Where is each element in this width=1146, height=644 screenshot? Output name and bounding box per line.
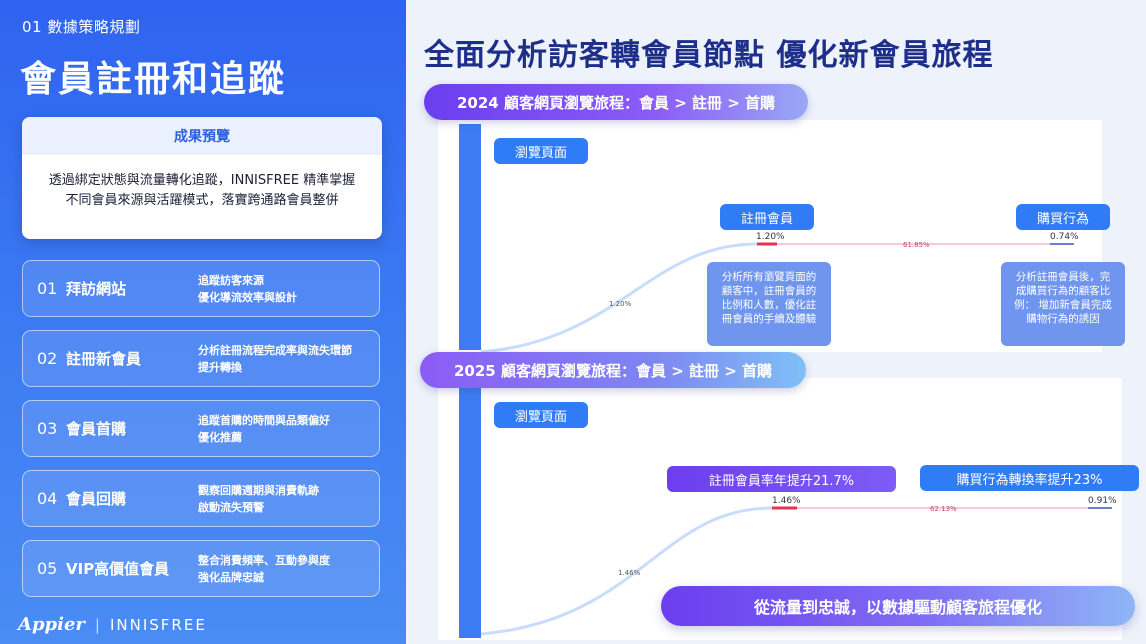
browse-page-label-2025: 瀏覽頁面 bbox=[494, 402, 588, 428]
flow-pct-2025: 1.46% bbox=[618, 569, 641, 577]
note-line: 分析註冊會員後，完 bbox=[1015, 271, 1111, 283]
step-desc-line: 觀察回購週期與消費軌跡 bbox=[198, 483, 319, 497]
preview-heading: 成果預覽 bbox=[22, 117, 382, 155]
note-line: 購物行為的誘因 bbox=[1026, 313, 1100, 325]
step-desc-line: 強化品牌忠誠 bbox=[198, 570, 264, 584]
purchase-pct-2024: 0.74% bbox=[1050, 232, 1079, 242]
preview-card: 成果預覽 透過綁定狀態與流量轉化追蹤，INNISFREE 精準掌握 不同會員來源… bbox=[22, 117, 382, 239]
preview-body: 透過綁定狀態與流量轉化追蹤，INNISFREE 精準掌握 不同會員來源與活躍模式… bbox=[22, 155, 382, 211]
step-number: 02 bbox=[37, 349, 58, 368]
step-item-register[interactable]: 02 註冊新會員 分析註冊流程完成率與流失環節 提升轉換 bbox=[22, 330, 380, 387]
note-line: 成購買行為的顧客比 bbox=[1015, 285, 1111, 297]
flow-pct-2024: 1.20% bbox=[609, 300, 632, 308]
section-eyebrow: 01 數據策略規劃 bbox=[22, 18, 141, 36]
register-label-2025: 註冊會員率年提升21.7% bbox=[667, 466, 896, 492]
preview-body-line: 不同會員來源與活躍模式，落實跨通路會員整併 bbox=[65, 193, 339, 208]
step-item-visit[interactable]: 01 拜訪網站 追蹤訪客來源 優化導流效率與設計 bbox=[22, 260, 380, 317]
register-note-2024: 分析所有瀏覽頁面的 顧客中，註冊會員的 比例和人數，優化註 冊會員的手續及體驗 bbox=[707, 262, 831, 346]
step-name: 會員首購 bbox=[66, 420, 127, 438]
step-desc-line: 分析註冊流程完成率與流失環節 bbox=[198, 343, 352, 357]
step-name: 會員回購 bbox=[66, 490, 127, 508]
register-to-purchase-pct-2024: 61.85% bbox=[903, 241, 930, 249]
register-pct-2024: 1.20% bbox=[756, 232, 785, 242]
purchase-note-2024: 分析註冊會員後，完 成購買行為的顧客比 例： 增加新會員完成 購物行為的誘因 bbox=[1001, 262, 1125, 346]
register-to-purchase-pct-2025: 62.13% bbox=[930, 505, 957, 513]
purchase-label-2025: 購買行為轉換率提升23% bbox=[920, 465, 1139, 491]
step-description: 分析註冊流程完成率與流失環節 提升轉換 bbox=[198, 342, 352, 376]
step-name: 註冊新會員 bbox=[66, 350, 142, 368]
summary-banner: 從流量到忠誠，以數據驅動顧客旅程優化 bbox=[661, 586, 1135, 626]
step-desc-line: 追蹤訪客來源 bbox=[198, 273, 264, 287]
step-number: 05 bbox=[37, 559, 58, 578]
step-desc-line: 啟動流失預警 bbox=[198, 500, 264, 514]
brand-logos: Appier | INNISFREE bbox=[18, 614, 207, 635]
purchase-label-2024: 購買行為 bbox=[1016, 204, 1110, 230]
note-line: 比例和人數，優化註 bbox=[721, 299, 817, 311]
step-description: 追蹤首購的時間與品類偏好 優化推薦 bbox=[198, 412, 330, 446]
left-panel: 01 數據策略規劃 會員註冊和追蹤 成果預覽 透過綁定狀態與流量轉化追蹤，INN… bbox=[0, 0, 406, 644]
browse-bar-2024 bbox=[459, 124, 481, 350]
purchase-pct-2025: 0.91% bbox=[1088, 496, 1117, 506]
step-desc-line: 提升轉換 bbox=[198, 360, 242, 374]
note-line: 顧客中，註冊會員的 bbox=[721, 285, 817, 297]
step-desc-line: 優化導流效率與設計 bbox=[198, 290, 297, 304]
register-label-2024: 註冊會員 bbox=[720, 204, 814, 230]
journey-2024-header: 2024 顧客網頁瀏覽旅程：會員 > 註冊 > 首購 bbox=[424, 84, 808, 120]
step-description: 觀察回購週期與消費軌跡 啟動流失預警 bbox=[198, 482, 319, 516]
step-number: 03 bbox=[37, 419, 58, 438]
step-desc-line: 追蹤首購的時間與品類偏好 bbox=[198, 413, 330, 427]
note-line: 例： 增加新會員完成 bbox=[1014, 299, 1112, 311]
step-name: 拜訪網站 bbox=[66, 280, 127, 298]
page-title: 會員註冊和追蹤 bbox=[20, 59, 287, 100]
preview-body-line: 透過綁定狀態與流量轉化追蹤，INNISFREE 精準掌握 bbox=[48, 173, 356, 188]
note-line: 分析所有瀏覽頁面的 bbox=[721, 271, 817, 283]
step-item-vip[interactable]: 05 VIP高價值會員 整合消費頻率、互動參與度 強化品牌忠誠 bbox=[22, 540, 380, 597]
step-desc-line: 整合消費頻率、互動參與度 bbox=[198, 553, 330, 567]
step-description: 追蹤訪客來源 優化導流效率與設計 bbox=[198, 272, 297, 306]
step-number: 04 bbox=[37, 489, 58, 508]
main-heading: 全面分析訪客轉會員節點 優化新會員旅程 bbox=[424, 38, 994, 73]
step-description: 整合消費頻率、互動參與度 強化品牌忠誠 bbox=[198, 552, 330, 586]
step-number: 01 bbox=[37, 279, 58, 298]
journey-2025-header: 2025 顧客網頁瀏覽旅程：會員 > 註冊 > 首購 bbox=[420, 352, 806, 388]
step-desc-line: 優化推薦 bbox=[198, 430, 242, 444]
innisfree-logo: INNISFREE bbox=[109, 615, 207, 634]
step-name: VIP高價值會員 bbox=[66, 560, 170, 578]
brand-separator: | bbox=[94, 615, 100, 634]
browse-bar-2025 bbox=[459, 388, 481, 638]
step-item-first-purchase[interactable]: 03 會員首購 追蹤首購的時間與品類偏好 優化推薦 bbox=[22, 400, 380, 457]
step-item-repurchase[interactable]: 04 會員回購 觀察回購週期與消費軌跡 啟動流失預警 bbox=[22, 470, 380, 527]
browse-page-label-2024: 瀏覽頁面 bbox=[494, 138, 588, 164]
note-line: 冊會員的手續及體驗 bbox=[721, 313, 817, 325]
register-pct-2025: 1.46% bbox=[772, 496, 801, 506]
appier-logo: Appier bbox=[18, 614, 85, 635]
